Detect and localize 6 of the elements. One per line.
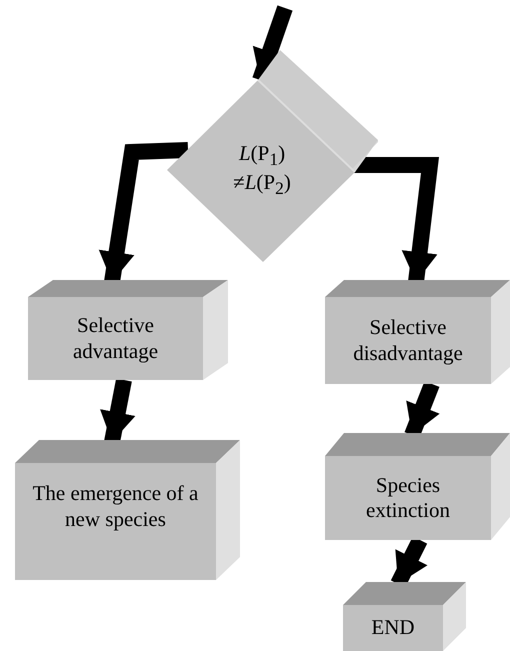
box-label: Species extinction — [365, 472, 451, 524]
box-label: The emergence of a new species — [32, 481, 200, 532]
box-label: Selective disadvantage — [352, 315, 464, 366]
box-label: Selective advantage — [72, 313, 160, 364]
box-label: END — [370, 615, 416, 641]
condition-label: L(P$_{1}$) ≠L(P$_{2}$) — [232, 140, 292, 200]
